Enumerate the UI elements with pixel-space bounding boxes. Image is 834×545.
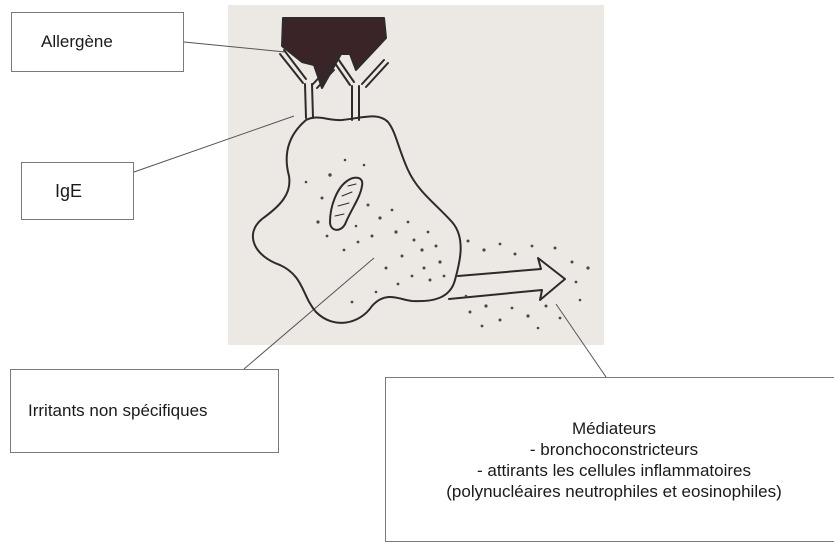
label-allergen-text: Allergène	[41, 32, 113, 52]
label-mediators: Médiateurs - bronchoconstricteurs - atti…	[385, 377, 834, 542]
mediators-item: - attirants les cellules inflammatoires	[398, 460, 830, 481]
label-irritants-text: Irritants non spécifiques	[28, 401, 208, 421]
label-ige-text: IgE	[55, 181, 82, 202]
mediators-item: (polynucléaires neutrophiles et eosinoph…	[398, 481, 830, 502]
label-ige: IgE	[21, 162, 134, 220]
mediators-title: Médiateurs	[398, 418, 830, 439]
label-allergen: Allergène	[11, 12, 184, 72]
mediators-item: - bronchoconstricteurs	[398, 439, 830, 460]
label-irritants: Irritants non spécifiques	[10, 369, 279, 453]
